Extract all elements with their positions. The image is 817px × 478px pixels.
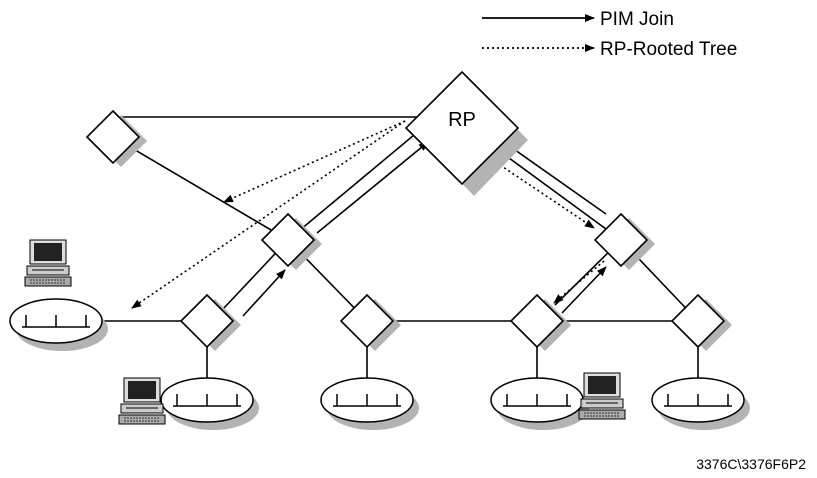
lan-segment-icon — [651, 377, 751, 431]
pim-join-arrow — [316, 141, 429, 234]
router-diamond-icon — [510, 294, 572, 352]
workstation-icon — [118, 377, 166, 425]
lan-segment-icon — [160, 377, 260, 431]
lan-segment-icon — [320, 377, 420, 431]
router-diamond-icon — [86, 110, 148, 168]
link-rp-router-e — [504, 154, 622, 241]
pim-join-arrow — [561, 266, 607, 314]
rp-tree-arrow — [553, 260, 605, 304]
lan-segment-icon — [9, 298, 109, 352]
workstation-icon — [24, 239, 72, 287]
workstation-icon — [578, 372, 626, 420]
routers — [86, 110, 733, 352]
link-router-tl-router-a — [112, 136, 289, 241]
lan-segment-icon — [490, 377, 590, 431]
figure-id: 3376C\3376F6P2 — [696, 456, 806, 472]
link-rp-router-a — [287, 129, 421, 241]
rp-router: RP — [404, 70, 528, 196]
rp-tree-arrow — [223, 120, 406, 203]
legend: PIM Join RP-Rooted Tree — [482, 9, 737, 60]
router-diamond-icon — [261, 213, 323, 271]
rp-tree-arrow — [499, 164, 595, 229]
legend-rp-tree-label: RP-Rooted Tree — [600, 39, 737, 60]
pim-join-arrow — [242, 269, 286, 317]
rp-tree-arrow — [131, 120, 406, 309]
rp-label: RP — [448, 109, 476, 131]
rp-tree-arrows — [131, 120, 605, 309]
router-diamond-icon — [180, 294, 242, 352]
legend-pim-join-label: PIM Join — [600, 9, 674, 30]
